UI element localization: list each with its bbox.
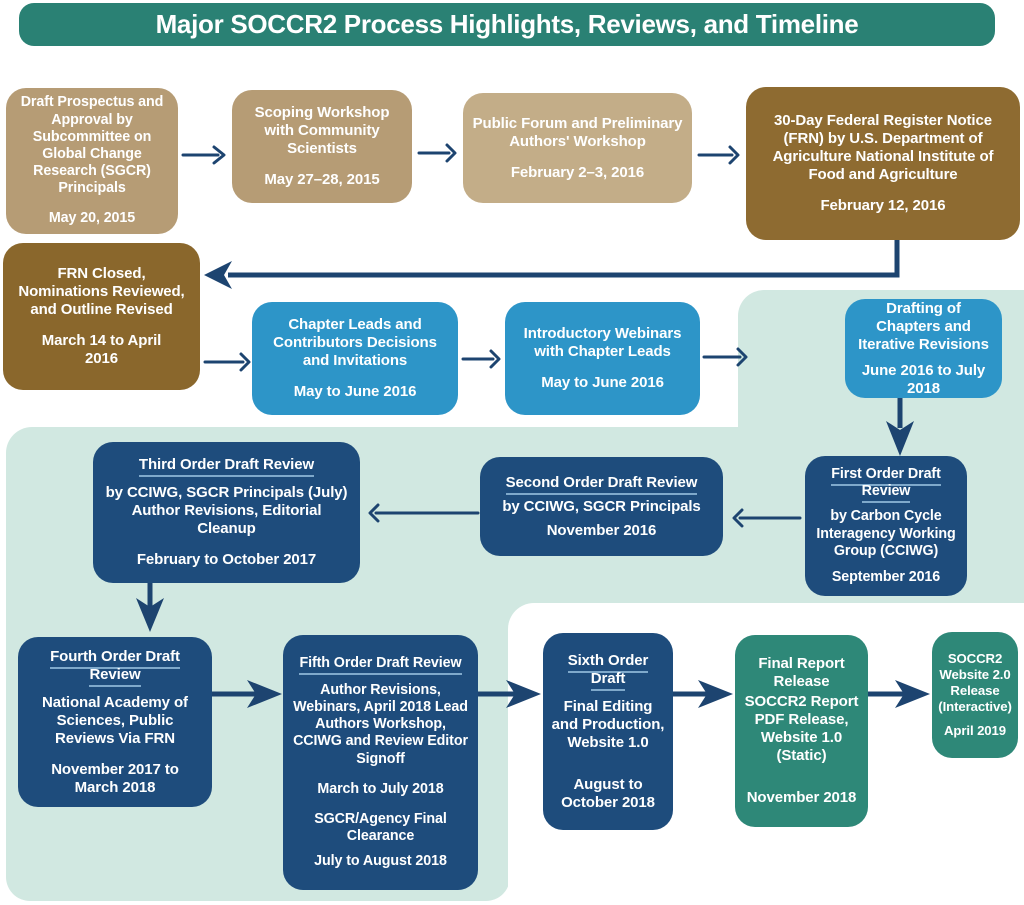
node-date: May 27–28, 2015	[264, 171, 380, 188]
node-body-2: SGCR/Agency Final Clearance	[314, 810, 447, 844]
node-body: Final Editing and Production, Website 1.…	[551, 697, 665, 751]
node-public-forum: Public Forum and Preliminary Authors' Wo…	[463, 93, 692, 203]
node-title: Scoping Workshop with Community Scientis…	[254, 104, 390, 157]
node-website-release: SOCCR2 Website 2.0 Release (Interactive)…	[932, 632, 1018, 758]
arrow-frnnotice-to-frnclosed-elbow	[204, 240, 900, 289]
node-title: FRN Closed, Nominations Reviewed, and Ou…	[18, 265, 185, 318]
arrow-frnclosed-to-chapterleads	[203, 352, 251, 372]
node-date: September 2016	[831, 568, 941, 585]
node-chapter-leads: Chapter Leads and Contributors Decisions…	[252, 302, 458, 415]
node-date: February to October 2017	[136, 551, 317, 568]
node-date: November 2018	[746, 789, 857, 806]
arrow-prospectus-to-scoping	[181, 145, 226, 165]
node-heading: First Order Draft Review	[813, 466, 959, 504]
node-date: March 14 to April 2016	[41, 332, 162, 367]
node-body: by CCIWG, SGCR Principals	[502, 497, 701, 515]
node-draft-prospectus: Draft Prospectus and Approval by Subcomm…	[6, 88, 178, 234]
node-date: May to June 2016	[541, 374, 664, 391]
node-title: SOCCR2 Website 2.0 Release (Interactive)	[938, 651, 1012, 714]
arrow-publicforum-to-frnnotice	[697, 145, 740, 165]
node-scoping-workshop: Scoping Workshop with Community Scientis…	[232, 90, 412, 203]
node-title: Chapter Leads and Contributors Decisions…	[273, 316, 437, 369]
node-title: Drafting of Chapters and Iterative Revis…	[858, 299, 989, 353]
node-date: November 2016	[546, 521, 657, 539]
node-frn-notice: 30-Day Federal Register Notice (FRN) by …	[746, 87, 1020, 240]
node-title: Public Forum and Preliminary Authors' Wo…	[472, 114, 683, 150]
node-third-order-review: Third Order Draft Review by CCIWG, SGCR …	[93, 442, 360, 583]
node-heading: Fourth Order Draft Review	[26, 647, 204, 687]
node-body: by Carbon Cycle Interagency Working Grou…	[816, 508, 956, 559]
node-body: by CCIWG, SGCR Principals (July) Author …	[105, 484, 348, 537]
node-sixth-order-draft: Sixth Order Draft Final Editing and Prod…	[543, 633, 673, 830]
node-date: March to July 2018	[317, 780, 444, 797]
arrow-scoping-to-publicforum	[417, 143, 457, 163]
node-date: February 2–3, 2016	[510, 163, 645, 181]
node-heading: Third Order Draft Review	[138, 456, 314, 477]
node-body: National Academy of Sciences, Public Rev…	[42, 693, 188, 747]
node-date-2: July to August 2018	[314, 853, 447, 870]
node-body: Author Revisions, Webinars, April 2018 L…	[293, 681, 468, 767]
node-heading: Sixth Order Draft	[551, 651, 665, 691]
node-title: Draft Prospectus and Approval by Subcomm…	[20, 94, 164, 197]
node-title: 30-Day Federal Register Notice (FRN) by …	[772, 112, 994, 183]
arrow-chapterleads-to-introwebinars	[461, 349, 501, 369]
node-date: May 20, 2015	[48, 210, 136, 227]
node-fourth-order-review: Fourth Order Draft Review National Acade…	[18, 637, 212, 807]
node-date: June 2016 to July 2018	[861, 361, 986, 397]
node-final-report-release: Final Report Release SOCCR2 Report PDF R…	[735, 635, 868, 827]
node-heading: Fifth Order Draft Review	[299, 654, 462, 675]
node-first-order-review: First Order Draft Review by Carbon Cycle…	[805, 456, 967, 596]
node-date: May to June 2016	[293, 383, 417, 400]
node-date: April 2019	[943, 722, 1007, 738]
node-frn-closed: FRN Closed, Nominations Reviewed, and Ou…	[3, 243, 200, 390]
node-second-order-review: Second Order Draft Review by CCIWG, SGCR…	[480, 457, 723, 556]
node-drafting-chapters: Drafting of Chapters and Iterative Revis…	[845, 299, 1002, 398]
node-date: August to October 2018	[561, 775, 655, 811]
node-date: November 2017 to March 2018	[51, 760, 179, 796]
node-title: Final Report Release	[758, 655, 845, 690]
node-body: SOCCR2 Report PDF Release, Website 1.0 (…	[744, 693, 859, 764]
node-date: February 12, 2016	[820, 197, 946, 214]
node-heading: Second Order Draft Review	[505, 473, 697, 495]
diagram-title: Major SOCCR2 Process Highlights, Reviews…	[155, 9, 859, 39]
node-title: Introductory Webinars with Chapter Leads	[523, 325, 682, 360]
node-fifth-order-review: Fifth Order Draft Review Author Revision…	[283, 635, 478, 890]
node-intro-webinars: Introductory Webinars with Chapter Leads…	[505, 302, 700, 415]
diagram-title-bar: Major SOCCR2 Process Highlights, Reviews…	[19, 3, 995, 46]
